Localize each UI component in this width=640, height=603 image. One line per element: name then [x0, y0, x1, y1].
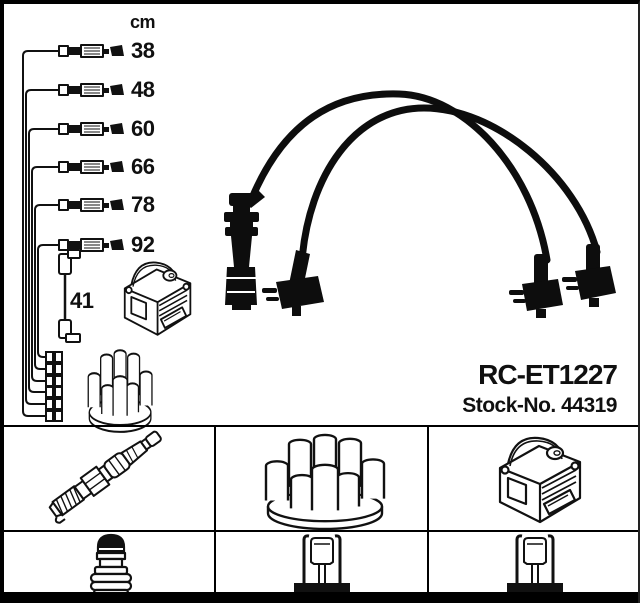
ignition-coil-icon — [498, 436, 582, 524]
stock-label: Stock-No. — [462, 394, 556, 417]
stock-number: 44319 — [561, 394, 617, 417]
stock-number-line: Stock-No. 44319 — [462, 395, 617, 416]
ignition-coil-small-icon — [123, 261, 192, 336]
cable-end-78-icon — [58, 198, 125, 212]
dist-terminal-icon — [45, 351, 63, 363]
cable-length-label: 66 — [131, 154, 155, 179]
part-number: RC-ET1227 — [478, 359, 618, 390]
distributor-terminal-socket-icon — [292, 534, 352, 594]
cable-length-label: 60 — [131, 116, 155, 141]
grid-vertical-divider-2 — [427, 425, 429, 603]
cable-end-38-icon — [58, 44, 125, 58]
dist-terminal-icon — [45, 363, 63, 375]
cable-end-66-icon — [58, 160, 125, 174]
coil-terminal-socket-icon — [505, 534, 565, 594]
coil-connector-photo — [509, 254, 563, 318]
line-art-canvas — [22, 44, 616, 597]
distributor-cap-small-icon — [87, 349, 153, 433]
coil-connector-photo — [562, 244, 616, 307]
product-photo — [224, 90, 616, 318]
unit-header: cm — [130, 12, 156, 32]
coil-connector-photo — [262, 250, 324, 316]
cable-length-label: 92 — [131, 232, 155, 257]
spark-plug-icon — [43, 425, 168, 526]
dist-terminal-icon — [45, 386, 63, 398]
ignition-wire-arc — [248, 90, 551, 264]
pencil-boot-photo — [224, 190, 265, 310]
grid-top-divider — [4, 425, 638, 427]
grid-vertical-divider-1 — [214, 425, 216, 603]
cable-length-label: 78 — [131, 192, 155, 217]
bottom-border-bar — [4, 592, 638, 603]
ignition-wire-arc — [298, 104, 601, 264]
dist-terminal-icon — [45, 410, 63, 422]
cable-end-60-icon — [58, 122, 125, 136]
cable-length-label: 48 — [131, 77, 155, 102]
cable-length-label: 38 — [131, 38, 155, 63]
distributor-cap-icon — [264, 433, 386, 531]
cable-end-48-icon — [58, 83, 125, 97]
coil-cable-length-label: 41 — [70, 288, 94, 313]
dist-terminal-icon — [45, 375, 63, 387]
dist-terminal-icon — [45, 398, 63, 410]
plug-terminal-nut-icon — [89, 533, 133, 597]
coil-cable-schematic — [58, 249, 81, 343]
cable-schematic — [22, 44, 125, 422]
grid-horizontal-divider — [4, 530, 638, 532]
